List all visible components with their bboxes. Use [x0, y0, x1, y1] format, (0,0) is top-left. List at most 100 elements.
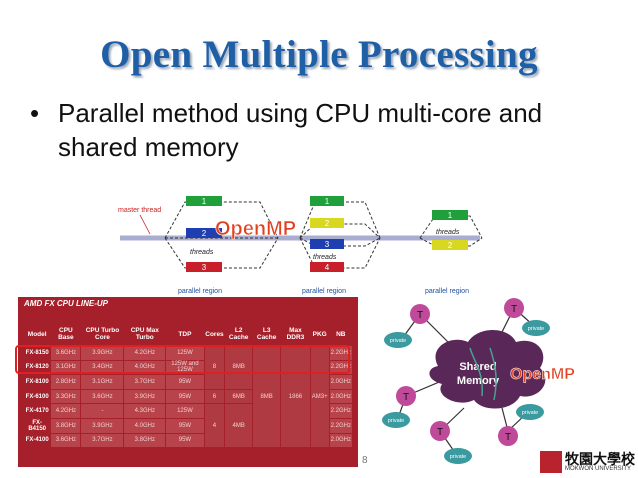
cell: 3.7GHz: [80, 432, 125, 449]
threads-label-1: threads: [190, 249, 214, 256]
cell: 125W: [165, 403, 205, 419]
thread-box-r2-4: [310, 262, 344, 272]
university-logo: 牧園大學校 MOKWON UNIVERSITY: [540, 449, 635, 475]
cell-l2: 8MB: [224, 345, 254, 390]
cell-model: FX-4100: [22, 432, 52, 449]
cell: 95W: [165, 388, 205, 405]
private-label: private: [388, 418, 405, 424]
threads-label-3: threads: [436, 229, 460, 236]
table-row: FX-6100 3.3GHz 3.6GHz 3.9GHz 95W 6 6MB 2…: [22, 388, 354, 405]
table-row: FX-8100 2.8GHz 3.1GHz 3.7GHz 95W 2.0GHz: [22, 374, 354, 390]
col-header: TDP: [178, 330, 192, 338]
cell-l2: 4MB: [224, 403, 254, 449]
thread-node: [396, 386, 416, 406]
fork-join-diagram: master thread 1 2 3 threads 1 2 3 thread…: [118, 196, 483, 295]
private-label: private: [390, 338, 407, 344]
cell: 2.0GHz: [328, 432, 354, 449]
thread-node-label: T: [403, 392, 409, 403]
col-header: CPU Max Turbo: [130, 327, 159, 341]
cell: 2.2GHz: [328, 417, 354, 434]
cell: 125W and 125W: [165, 359, 205, 376]
shared-memory-diagram: Shared Memory T T T T T private private …: [382, 298, 575, 464]
private-node: [522, 320, 550, 336]
thread-node-label: T: [437, 427, 443, 438]
parallel-region-label-2: parallel region: [302, 288, 346, 295]
cell-model: FX-B4150: [22, 417, 52, 434]
cell-model: FX-8120: [22, 359, 52, 376]
cell: 3.8GHz: [50, 417, 82, 434]
thread-node: [410, 304, 430, 324]
private-node: [384, 332, 412, 348]
logo-mark-icon: [540, 451, 562, 473]
col-header: NB: [336, 330, 346, 338]
thread-node: [430, 421, 450, 441]
private-nodes: [382, 320, 550, 464]
threads-label-2: threads: [313, 254, 337, 261]
bullet-text: Parallel method using CPU multi-core and…: [58, 98, 543, 162]
private-label: private: [450, 454, 467, 460]
thread-box-r2-2: [310, 218, 344, 228]
shared-memory-cloud: [429, 330, 546, 409]
logo-english-text: MOKWON UNIVERSITY: [565, 466, 632, 472]
col-header: CPU Turbo Core: [85, 327, 120, 341]
bullet-dot: •: [30, 98, 40, 128]
cpu-table-title: AMD FX CPU LINE-UP: [24, 299, 108, 308]
thread-num-1: 1: [202, 197, 207, 206]
thread-node: [504, 298, 524, 318]
logo-chinese-text: 牧園大學校: [565, 453, 635, 468]
table-row: FX-4170 4.2GHz - 4.3GHz 125W 4 4MB 2.2GH…: [22, 403, 354, 449]
cell: 3.3GHz: [50, 388, 82, 405]
openmp-label-bottom: OpenMP: [510, 366, 575, 383]
thread-node-label: T: [417, 310, 423, 321]
cell-cores: 8: [203, 345, 226, 390]
thread-node-label: T: [505, 432, 511, 443]
cell-cores: 6: [203, 388, 226, 405]
thread-box-3: [186, 262, 222, 272]
thread-box-r3-1: [432, 210, 468, 220]
col-header: CPU Base: [58, 327, 74, 341]
cell: 2.2GHz: [328, 403, 354, 419]
cell: 3.8GHz: [123, 432, 167, 449]
table-header-row: Model CPU Base CPU Turbo Core CPU Max Tu…: [24, 323, 353, 346]
cell: 3.6GHz: [80, 388, 125, 405]
cell: 4.2GHz: [123, 345, 167, 361]
thread-num-r2-1: 1: [325, 197, 330, 206]
cell: 95W: [165, 417, 205, 434]
parallel-region-label-1: parallel region: [178, 288, 222, 295]
cell-model: FX-4170: [22, 403, 52, 419]
arrows: [469, 347, 497, 401]
cell: 3.9GHz: [123, 388, 167, 405]
slide-title: Open Multiple Processing: [100, 33, 538, 76]
private-node: [444, 448, 472, 464]
thread-num-r2-3: 3: [325, 240, 330, 249]
cell: 2.0GHz: [328, 388, 354, 405]
cell: 3.6GHz: [50, 432, 82, 449]
page-number: 8: [362, 455, 368, 466]
thread-num-r2-4: 4: [325, 263, 330, 272]
thread-box-r2-3: [310, 239, 344, 249]
cell: 3.7GHz: [123, 374, 167, 390]
col-header: Model: [27, 330, 47, 338]
cell-l3: 8MB: [252, 344, 282, 449]
thread-num-2: 2: [202, 229, 207, 238]
shared-memory-label-2: Memory: [457, 375, 500, 387]
col-header: Cores: [205, 330, 224, 338]
col-header: L2 Cache: [228, 327, 249, 341]
cell: 2.8GHz: [50, 374, 82, 390]
cell: -: [80, 403, 125, 419]
private-label: private: [522, 410, 539, 416]
cell-cores: 4: [203, 403, 226, 449]
thread-node-label: T: [511, 304, 517, 315]
thread-box-2: [186, 228, 222, 238]
col-header: Max DDR3: [286, 327, 305, 341]
cpu-lineup-table: AMD FX CPU LINE-UP Model CPU Base CPU Tu…: [18, 297, 358, 467]
master-thread-label: master thread: [118, 207, 161, 214]
cpu-table: Model CPU Base CPU Turbo Core CPU Max Tu…: [22, 323, 354, 449]
thread-node: [498, 426, 518, 446]
thread-box-1: [186, 196, 222, 206]
thread-num-r2-2: 2: [325, 219, 330, 228]
cell-model: FX-6100: [22, 388, 52, 405]
cell: 95W: [165, 374, 205, 390]
cell: 3.9GHz: [80, 417, 125, 434]
table-row: FX-4100 3.6GHz 3.7GHz 3.8GHz 95W 2.0GHz: [22, 432, 354, 449]
